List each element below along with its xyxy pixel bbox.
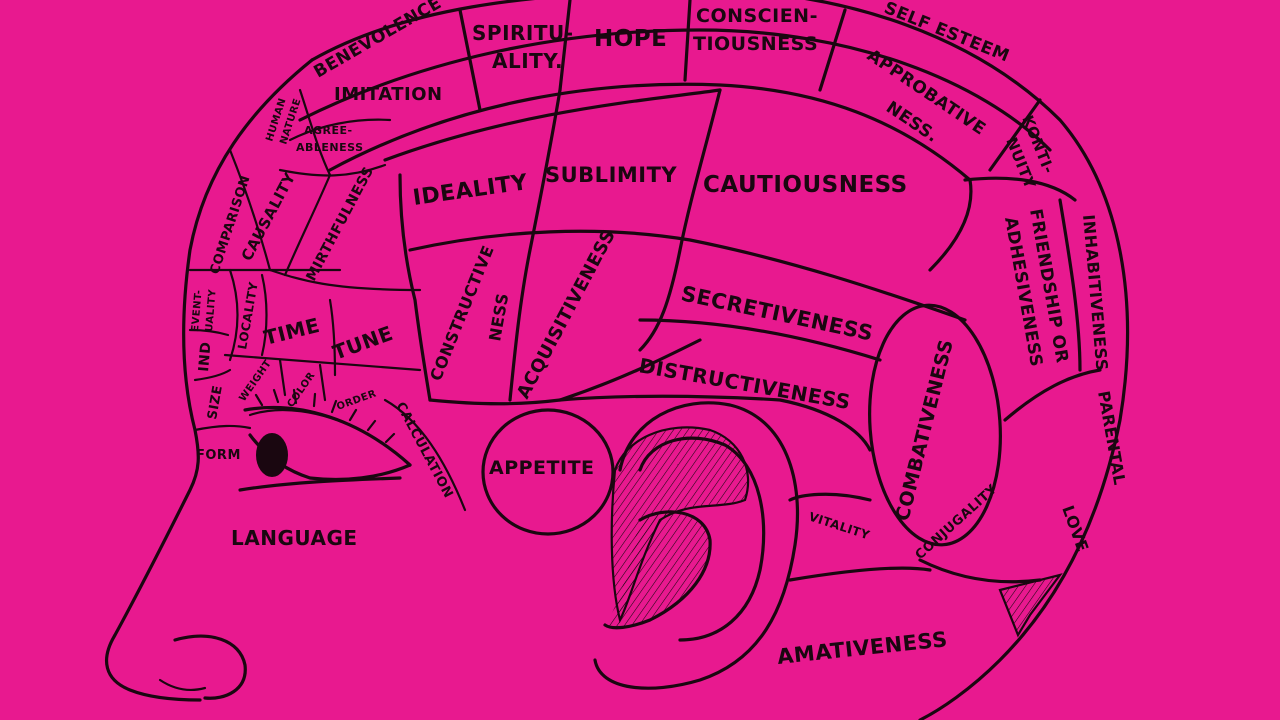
head-outline — [105, 0, 1130, 720]
label-self-esteem: SELF ESTEEM — [881, 0, 1012, 67]
label-vitality: VITALITY — [807, 510, 872, 543]
label-constructiveness-2: NESS — [485, 291, 512, 342]
label-ideality: IDEALITY — [411, 170, 530, 211]
label-spirituality-1: SPIRITU- — [472, 21, 574, 45]
appetite-oval — [481, 408, 615, 536]
label-size: SIZE — [205, 384, 226, 421]
skull-divisions — [188, 0, 1102, 584]
label-language: LANGUAGE — [231, 526, 358, 550]
label-weight: WEIGHT — [237, 358, 274, 404]
label-color: COLOR — [285, 370, 317, 410]
hatched-tile — [998, 573, 1063, 638]
ear-icon — [593, 401, 800, 690]
label-mirthfulness: MIRTHFULNESS — [303, 164, 377, 284]
label-secretiveness: SECRETIVENESS — [679, 281, 876, 345]
label-appetite: APPETITE — [489, 457, 595, 479]
label-agreeableness-1: AGREE- — [304, 124, 353, 137]
label-combativeness: COMBATIVENESS — [892, 337, 958, 523]
label-cautiousness: CAUTIOUSNESS — [703, 172, 908, 198]
eye-icon — [238, 388, 412, 492]
label-amativeness: AMATIVENESS — [776, 627, 949, 669]
label-constructiveness-1: CONSTRUCTIVE — [426, 242, 498, 383]
label-destructiveness: DISTRUCTIVENESS — [637, 353, 852, 414]
label-locality: LOCALITY — [235, 281, 261, 351]
label-inhabitiveness: INHABITIVENESS — [1079, 214, 1112, 372]
label-agreeableness-2: ABLENESS — [296, 141, 364, 154]
label-hope: HOPE — [594, 26, 667, 52]
label-sublimity: SUBLIMITY — [545, 163, 677, 187]
label-conscientiousness-2: TIOUSNESS — [693, 33, 818, 55]
label-calculation: CALCULATION — [392, 400, 455, 501]
label-tune: TUNE — [330, 321, 397, 365]
label-individuality: IND — [196, 341, 215, 372]
label-form: FORM — [196, 448, 241, 463]
label-conjugality: CONJUGALITY — [913, 482, 1001, 563]
label-spirituality-2: ALITY. — [492, 49, 563, 73]
label-conscientiousness-1: CONSCIEN- — [696, 5, 818, 27]
label-imitation: IMITATION — [334, 84, 443, 105]
vitality-divider — [788, 492, 872, 502]
combativeness-oval — [868, 303, 1002, 547]
label-time: TIME — [261, 313, 322, 350]
label-eventuality-1: EVENT- — [190, 289, 205, 332]
label-parental-love-1: PARENTAL — [1094, 389, 1129, 486]
label-eventuality-2: UALITY — [204, 289, 219, 333]
